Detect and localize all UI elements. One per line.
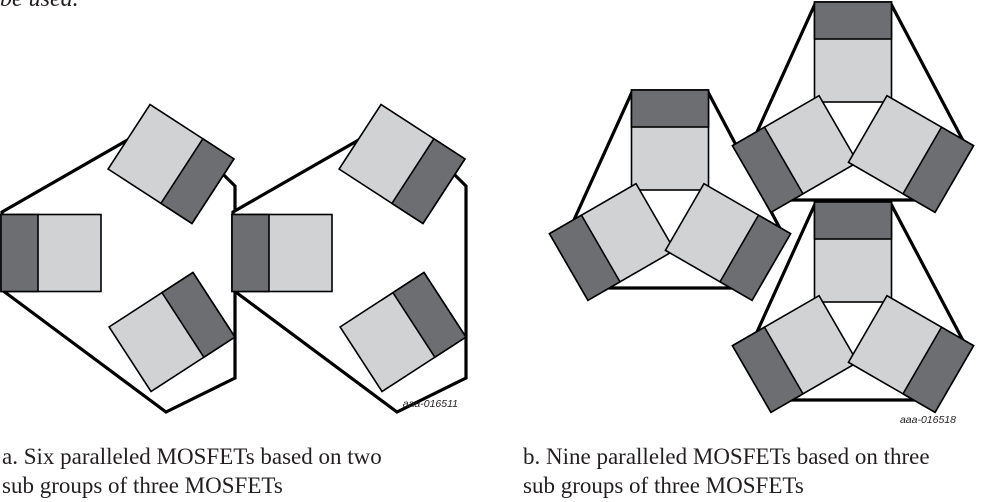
mosfet-top <box>813 1 893 103</box>
subgroup-b-top <box>731 1 975 214</box>
mosfet-tab <box>391 271 468 359</box>
mosfet-bottom-right <box>664 182 792 302</box>
subgroup-a1 <box>0 103 237 414</box>
mosfet-bottom-right <box>107 271 237 393</box>
mosfet-tab <box>548 214 622 302</box>
mosfet-left <box>0 213 102 293</box>
subgroup-b-left <box>548 89 792 302</box>
mosfet-layout-figure: aaa-016511 aaa-016518 <box>0 1 975 426</box>
caption-b-line-1: b. Nine paralleled MOSFETs based on thre… <box>523 444 930 469</box>
panel-b-code: aaa-016518 <box>900 414 956 426</box>
panel-b-diagram <box>548 1 975 414</box>
mosfet-tab <box>231 213 270 293</box>
mosfet-tab <box>813 201 893 240</box>
mosfet-tab <box>731 326 805 414</box>
panel-a-diagram <box>0 103 468 414</box>
mosfet-tab <box>813 1 893 40</box>
mosfet-bottom-right <box>847 94 975 214</box>
mosfet-tab <box>160 271 237 359</box>
mosfet-left <box>231 213 333 293</box>
caption-a: a. Six paralleled MOSFETs based on two s… <box>2 442 382 500</box>
mosfet-top-right <box>337 103 467 225</box>
caption-a-line-2: sub groups of three MOSFETs <box>2 473 283 498</box>
mosfet-top <box>630 89 710 191</box>
mosfet-bottom-right <box>338 271 468 393</box>
mosfet-tab <box>630 89 710 128</box>
mosfet-top-right <box>106 103 236 225</box>
caption-b: b. Nine paralleled MOSFETs based on thre… <box>523 442 930 500</box>
caption-a-line-1: a. Six paralleled MOSFETs based on two <box>2 444 382 469</box>
mosfet-tab <box>390 137 467 225</box>
mosfet-tab <box>0 213 39 293</box>
subgroup-a2 <box>231 103 468 414</box>
mosfet-tab <box>731 126 805 214</box>
mosfet-bottom-left <box>731 94 859 214</box>
mosfet-bottom-left <box>731 294 859 414</box>
top-text-fragment: be used. <box>0 0 79 13</box>
mosfet-bottom-right <box>847 294 975 414</box>
panel-a-code: aaa-016511 <box>403 398 458 410</box>
mosfet-top <box>813 201 893 303</box>
subgroup-b-bottom <box>731 201 975 414</box>
mosfet-tab <box>159 137 236 225</box>
mosfet-tab <box>901 126 975 214</box>
mosfet-bottom-left <box>548 182 676 302</box>
mosfet-tab <box>718 214 792 302</box>
mosfet-tab <box>901 326 975 414</box>
caption-b-line-2: sub groups of three MOSFETs <box>523 473 804 498</box>
